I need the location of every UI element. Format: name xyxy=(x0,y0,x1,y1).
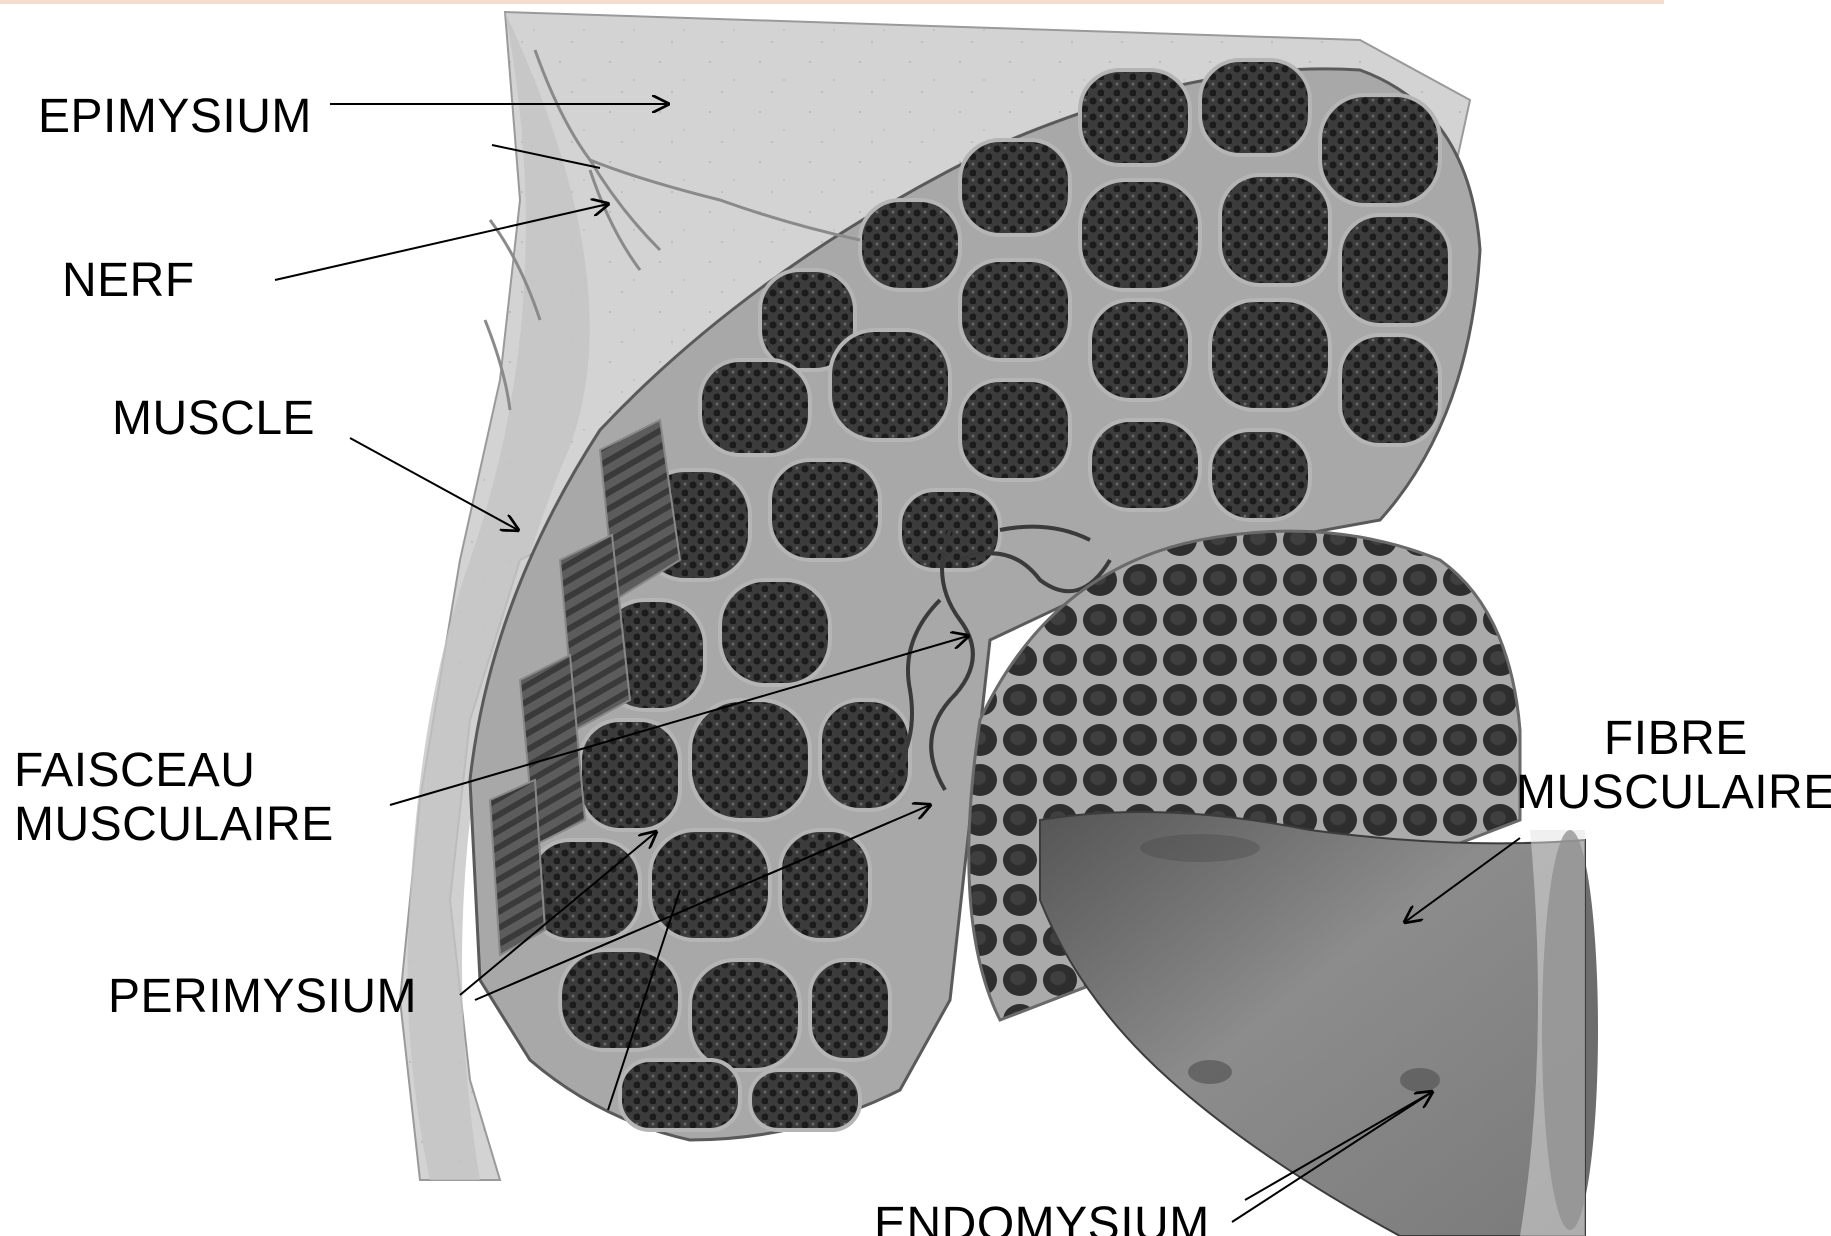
label-endomysium-text: ENDOMYSIUM xyxy=(874,1198,1210,1236)
label-perimysium-text: PERIMYSIUM xyxy=(108,970,417,1023)
label-endomysium: ENDOMYSIUM xyxy=(874,1198,1210,1236)
muscle-fibre xyxy=(1040,812,1585,1236)
label-faisceau-line2: MUSCULAIRE xyxy=(14,798,334,852)
label-fibre-line1: FIBRE xyxy=(1516,712,1831,766)
label-fibre-line2: MUSCULAIRE xyxy=(1516,766,1831,820)
label-epimysium: EPIMYSIUM xyxy=(38,90,312,144)
label-faisceau-line1: FAISCEAU xyxy=(14,744,334,798)
label-nerf: NERF xyxy=(62,254,195,308)
label-muscle-text: MUSCLE xyxy=(112,392,315,445)
label-muscle: MUSCLE xyxy=(112,392,315,446)
label-epimysium-text: EPIMYSIUM xyxy=(38,90,312,143)
label-fibre-musculaire: FIBRE MUSCULAIRE xyxy=(1516,712,1831,820)
label-perimysium: PERIMYSIUM xyxy=(108,970,417,1024)
label-faisceau-musculaire: FAISCEAU MUSCULAIRE xyxy=(14,744,334,852)
label-nerf-text: NERF xyxy=(62,254,195,307)
